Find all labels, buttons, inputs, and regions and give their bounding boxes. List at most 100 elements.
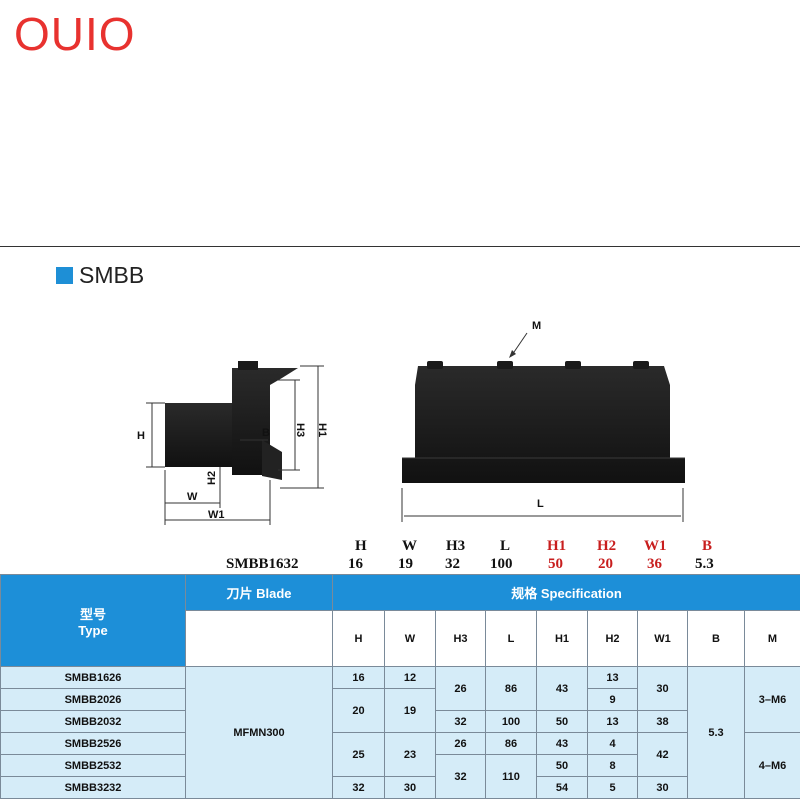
example-header-H2: H2 [597, 538, 617, 554]
cell-L: 86 [485, 666, 537, 711]
cell-L: 86 [485, 732, 537, 755]
col-header-H3: H3 [435, 610, 486, 667]
blade-header: 刀片 Blade [185, 574, 333, 611]
type-cell: SMBB2532 [0, 754, 186, 777]
cell-H: 25 [332, 732, 385, 777]
section-square-icon [56, 267, 73, 284]
example-model: SMBB1632 [226, 556, 299, 572]
type-header-zh: 型号 [79, 606, 106, 622]
cell-H3: 26 [435, 666, 486, 711]
example-value-B: 5.3 [695, 556, 714, 572]
cell-H: 32 [332, 776, 385, 799]
col-header-H: H [332, 610, 385, 667]
blade-cell: MFMN300 [185, 666, 333, 799]
section-heading: SMBB [56, 262, 144, 289]
type-cell: SMBB2026 [0, 688, 186, 711]
cell-H2: 9 [587, 688, 638, 711]
example-value-W: 19 [398, 556, 413, 572]
table-row: SMBB2526 25 23 26 86 43 4 42 4–M6 [0, 732, 800, 799]
type-header-cell: 型号 Type [0, 574, 186, 667]
col-header-M: M [743, 610, 800, 667]
example-header-B: B [702, 538, 713, 554]
cell-W: 23 [384, 732, 436, 777]
cell-M: 3–M6 [743, 666, 800, 733]
cell-W: 12 [384, 666, 436, 689]
cell-H: 20 [332, 688, 385, 733]
side-view-wedge [262, 440, 282, 480]
type-header-en: Type [78, 622, 108, 638]
example-value-L: 100 [490, 556, 513, 572]
example-value-H: 16 [348, 556, 363, 572]
side-view-dimensions [146, 365, 324, 525]
type-cell: SMBB3232 [0, 776, 186, 799]
cell-M: 4–M6 [743, 732, 800, 799]
cell-H2: 13 [587, 666, 638, 689]
example-header-H: H [355, 538, 367, 554]
label-H1: H1 [316, 423, 328, 437]
front-view-dimensions [401, 332, 684, 522]
cell-H2: 4 [587, 732, 638, 755]
cell-H3: 32 [435, 754, 486, 799]
example-header-W1: W1 [644, 538, 667, 554]
col-header-W: W [384, 610, 436, 667]
label-B: B [262, 427, 270, 439]
cell-W1: 30 [637, 776, 688, 799]
example-header-W: W [402, 538, 417, 554]
cell-H1: 43 [536, 732, 588, 755]
cell-H1: 50 [536, 754, 588, 777]
table-row: SMBB3232 32 30 54 5 30 [0, 776, 800, 799]
cell-B: 5.3 [687, 666, 745, 799]
front-view-screw-4 [633, 361, 649, 369]
front-view-body [402, 366, 685, 483]
technical-drawing: H H3 H1 H2 B W W1 M L [137, 320, 685, 525]
type-cell: SMBB2032 [0, 710, 186, 733]
cell-H3: 32 [435, 710, 486, 733]
cell-L: 100 [485, 710, 537, 733]
cell-H2: 5 [587, 776, 638, 799]
cell-H3: 26 [435, 732, 486, 755]
example-value-H2: 20 [598, 556, 613, 572]
spec-header: 规格 Specification [331, 574, 800, 611]
col-header-W1: W1 [637, 610, 688, 667]
label-W1: W1 [208, 509, 225, 521]
label-W: W [187, 491, 198, 503]
col-header-B: B [687, 610, 745, 667]
example-header-H3: H3 [446, 538, 466, 554]
front-view-screw-2 [497, 361, 513, 369]
side-view [165, 361, 298, 480]
label-M: M [532, 320, 541, 332]
example-spec-line: SMBB1632 H W H3 L H1 H2 W1 B 16 19 32 10… [0, 538, 800, 572]
blade-subheader-empty [185, 610, 333, 667]
side-view-screw [238, 361, 258, 370]
type-cell: SMBB2526 [0, 732, 186, 755]
cell-W: 19 [384, 688, 436, 733]
col-header-L: L [485, 610, 537, 667]
cell-W1: 30 [637, 666, 688, 711]
cell-W1: 42 [637, 732, 688, 777]
cell-W1: 38 [637, 710, 688, 733]
cell-H2: 8 [587, 754, 638, 777]
side-view-body [232, 368, 298, 475]
example-header-L: L [500, 538, 511, 554]
spec-table: 型号 Type 刀片 Blade 规格 Specification H W H3… [0, 574, 800, 799]
brand-logo: OUIO [14, 8, 136, 60]
section-title: SMBB [79, 262, 145, 288]
divider [0, 246, 800, 247]
label-H2: H2 [206, 471, 218, 485]
col-header-H1: H1 [536, 610, 588, 667]
example-header-H1: H1 [547, 538, 567, 554]
col-header-H2: H2 [587, 610, 638, 667]
front-view-screw-1 [427, 361, 443, 369]
cell-H: 16 [332, 666, 385, 689]
cell-H2: 13 [587, 710, 638, 733]
example-value-W1: 36 [647, 556, 662, 572]
cell-H1: 50 [536, 710, 588, 733]
table-row: SMBB1626 MFMN300 16 12 26 86 43 13 30 5.… [0, 666, 800, 799]
example-value-H3: 32 [445, 556, 460, 572]
example-value-H1: 50 [548, 556, 563, 572]
front-view [402, 361, 685, 483]
label-L: L [537, 498, 544, 510]
cell-H1: 54 [536, 776, 588, 799]
cell-W: 30 [384, 776, 436, 799]
type-cell: SMBB1626 [0, 666, 186, 689]
